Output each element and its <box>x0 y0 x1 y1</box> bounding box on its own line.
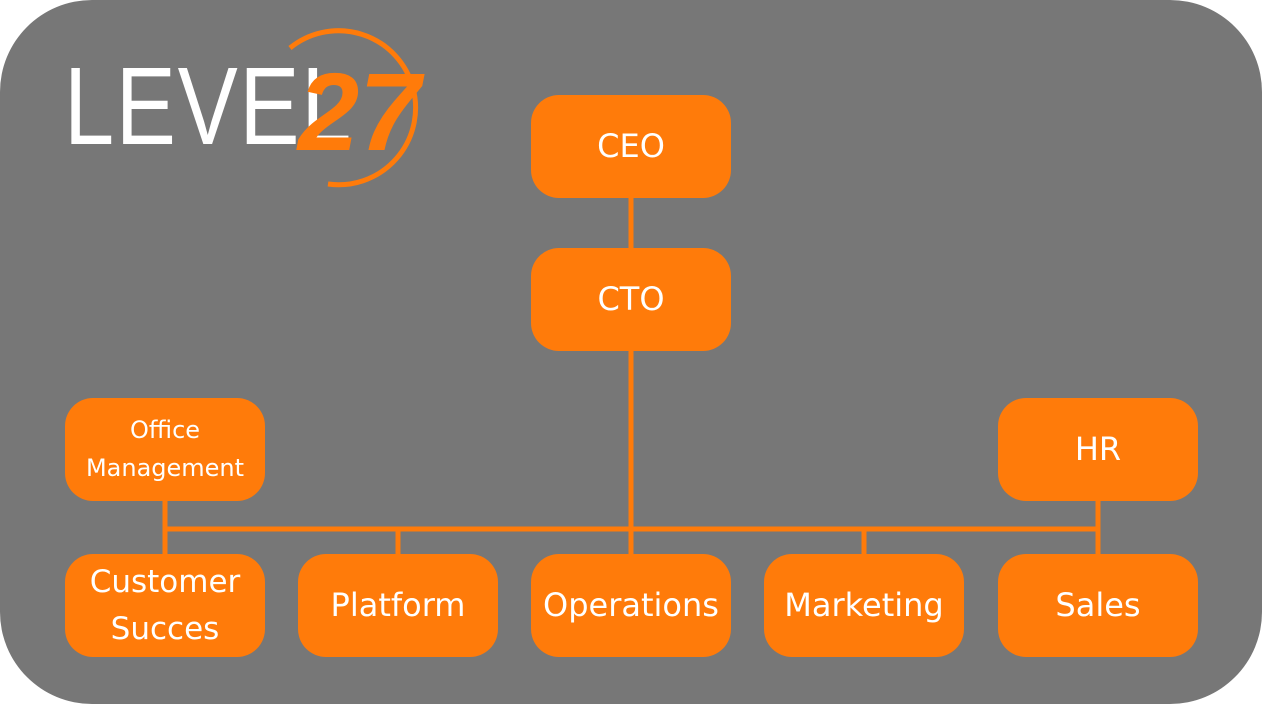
operations-box: Operations <box>531 554 731 657</box>
hr-label: HR <box>1074 430 1122 469</box>
ceo-label: CEO <box>597 127 665 166</box>
office-label-line2: Management <box>85 453 245 482</box>
customer-success-line1: Customer <box>89 564 241 600</box>
logo-27-mark: 27 <box>288 28 425 188</box>
hr-box: HR <box>998 398 1198 501</box>
operations-label: Operations <box>543 586 719 625</box>
customer-success-line2: Succes <box>110 610 220 647</box>
sales-box: Sales <box>998 554 1198 657</box>
platform-box: Platform <box>298 554 498 657</box>
logo-number: 27 <box>296 51 425 174</box>
office-management-box: Office Management <box>65 398 265 501</box>
marketing-label: Marketing <box>784 586 944 625</box>
sales-label: Sales <box>1055 586 1141 625</box>
customer-success-box: Customer Succes <box>65 554 265 657</box>
platform-label: Platform <box>330 586 466 625</box>
ceo-box: CEO <box>531 95 731 198</box>
logo-wordmark: LEVEL <box>64 45 354 168</box>
cto-label: CTO <box>597 280 665 319</box>
cto-box: CTO <box>531 248 731 351</box>
office-label-line1: Office <box>129 416 201 445</box>
marketing-box: Marketing <box>764 554 964 657</box>
